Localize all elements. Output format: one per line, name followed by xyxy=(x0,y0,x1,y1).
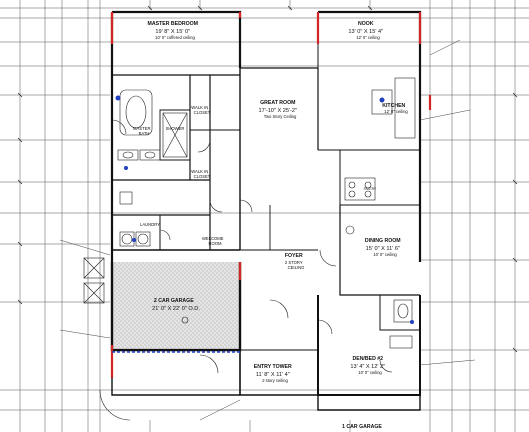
room-labels: MASTER BEDROOM 19' 8" X 15' 0" 10' 0" co… xyxy=(133,12,410,430)
room-label-master-bedroom: MASTER BEDROOM 19' 8" X 15' 0" 10' 0" co… xyxy=(148,12,203,40)
walls xyxy=(110,10,422,411)
accent-walls xyxy=(110,12,432,378)
fixtures xyxy=(83,77,416,349)
room-label-den-bed: DEN/BED #2 13' 4" X 12' 2" 10' 0" ceilin… xyxy=(350,347,389,375)
callout-leaders xyxy=(59,39,476,421)
room-label-dining-room: DINING ROOM 15' 0" X 11' 6" 10' 0" ceili… xyxy=(365,229,405,257)
door-swings xyxy=(99,119,393,421)
room-label-mudroom: WELCOME ROOM xyxy=(202,227,228,246)
room-label-walk-in-closet-1: WALK IN CLOSET xyxy=(191,96,213,115)
room-label-master-bath: MASTER BATH xyxy=(133,117,155,136)
room-label-foyer: FOYER 2 STORY CEILING xyxy=(285,244,307,270)
room-label-garage-2car: 2 CAR GARAGE 21' 0" X 22' 0" O.D. xyxy=(152,289,200,312)
room-label-pantry: PANTRY xyxy=(364,187,378,191)
room-label-nook: NOOK 13' 0" X 15' 4" 12' 0" ceiling xyxy=(348,12,387,40)
dimension-ticks xyxy=(17,5,518,353)
room-label-garage-1car: 1 CAR GARAGE xyxy=(342,424,382,430)
garage-floor-hatch xyxy=(112,262,240,348)
room-label-entry-tower: ENTRY TOWER 11' 8" X 11' 4" 2 story ceil… xyxy=(254,355,296,383)
room-label-walk-in-closet-2: WALK IN CLOSET xyxy=(191,160,213,179)
room-label-great-room: GREAT ROOM 17'-10" X 25'-2" Two Story Ce… xyxy=(259,91,302,119)
plumbing-marks xyxy=(115,95,414,324)
room-label-shower: SHOWER xyxy=(166,126,185,131)
room-label-kitchen: KITCHEN 12' 0" ceiling xyxy=(382,94,410,114)
room-label-laundry: LAUNDRY xyxy=(140,222,160,227)
